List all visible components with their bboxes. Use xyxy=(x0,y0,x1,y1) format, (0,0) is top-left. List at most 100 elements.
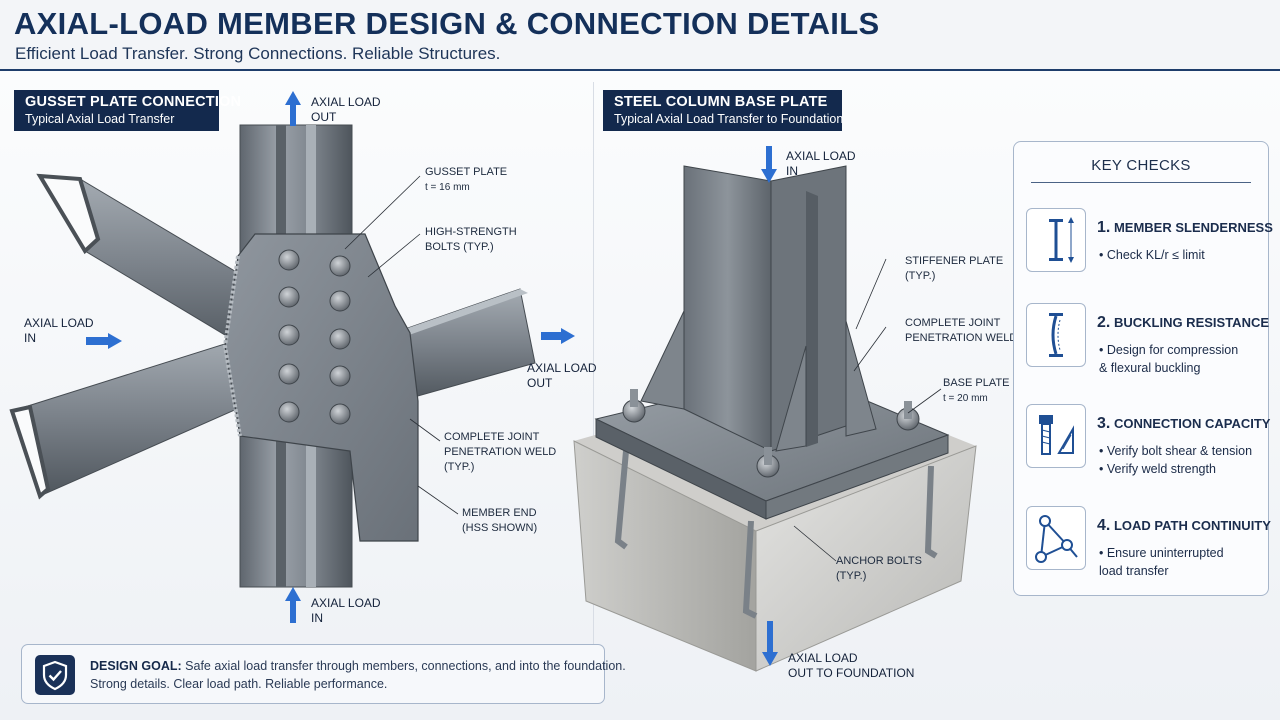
load-top-line2: OUT xyxy=(311,110,337,124)
callout-leaders xyxy=(344,175,459,515)
check-1-bullet-1: • Check KL/r ≤ limit xyxy=(1099,248,1205,262)
stiffener-plates xyxy=(640,310,877,452)
key-checks-title: KEY CHECKS xyxy=(1091,157,1191,174)
callout-weld-line3: (TYP.) xyxy=(444,461,475,473)
right-hss xyxy=(384,288,536,402)
check-num-3: 3. xyxy=(1097,415,1111,432)
check-title-1: 1. MEMBER SLENDERNESS xyxy=(1097,219,1273,237)
key-checks-panel: KEY CHECKS 1. MEMBER SLENDERNESS • Check… xyxy=(1013,141,1273,596)
base-plate-illustration xyxy=(573,146,977,672)
diagonal-hss-lower xyxy=(9,335,256,500)
load-right-line2: OUT xyxy=(527,376,553,390)
check-title-3: 3. CONNECTION CAPACITY xyxy=(1097,415,1270,433)
base-load-bottom-line1: AXIAL LOAD xyxy=(788,651,858,665)
callout-bolts: HIGH-STRENGTH BOLTS (TYP.) xyxy=(425,225,517,255)
design-goal-line2: Strong details. Clear load path. Reliabl… xyxy=(90,677,388,691)
check-bullets-1: • Check KL/r ≤ limit xyxy=(1099,246,1205,264)
check-title-4-text: LOAD PATH CONTINUITY xyxy=(1113,518,1271,533)
callout-base-plate-thickness: t = 20 mm xyxy=(943,393,988,404)
check-3-bullet-2: • Verify weld strength xyxy=(1099,462,1216,476)
gusset-panel-title: GUSSET PLATE CONNECTION xyxy=(25,94,242,110)
base-panel-label: STEEL COLUMN BASE PLATE Typical Axial Lo… xyxy=(603,90,844,131)
load-left-line1: AXIAL LOAD xyxy=(24,316,94,330)
callout-stiffener: STIFFENER PLATE (TYP.) xyxy=(905,254,1003,284)
callout-anchor-line1: ANCHOR BOLTS xyxy=(836,555,922,567)
check-4-bullet-1: • Ensure uninterrupted xyxy=(1099,546,1224,560)
callout-cjp-weld: COMPLETE JOINT PENETRATION WELD (TYP.) xyxy=(444,430,556,475)
callout-weld-line2: PENETRATION WELD xyxy=(444,446,557,458)
gusset-panel-subtitle: Typical Axial Load Transfer xyxy=(25,112,175,126)
base-panel-subtitle: Typical Axial Load Transfer to Foundatio… xyxy=(614,112,844,126)
callout-stiffener-line2: (TYP.) xyxy=(905,270,936,282)
check-4-bullet-2: load transfer xyxy=(1099,564,1169,578)
design-goal-text: DESIGN GOAL: Safe axial load transfer th… xyxy=(90,657,626,693)
callout-member-end: MEMBER END (HSS SHOWN) xyxy=(462,506,537,536)
anchor-nuts xyxy=(622,389,920,478)
check-3-bullet-1: • Verify bolt shear & tension xyxy=(1099,444,1253,458)
gusset-connection-illustration xyxy=(9,91,575,623)
base-load-top-line1: AXIAL LOAD xyxy=(786,149,856,163)
load-right-line1: AXIAL LOAD xyxy=(527,361,597,375)
base-load-bottom: AXIAL LOAD OUT TO FOUNDATION xyxy=(788,651,914,681)
callout-stiffener-line1: STIFFENER PLATE xyxy=(905,255,1004,267)
check-title-1-text: MEMBER SLENDERNESS xyxy=(1113,220,1273,235)
callout-anchor-line2: (TYP.) xyxy=(836,570,867,582)
callout-bolts-line1: HIGH-STRENGTH xyxy=(425,226,517,238)
design-goal-label: DESIGN GOAL: xyxy=(90,659,182,673)
load-arrows-base xyxy=(761,146,778,666)
gusset-load-bottom: AXIAL LOAD IN xyxy=(311,596,381,626)
callout-gusset-plate: GUSSET PLATE t = 16 mm xyxy=(425,165,507,195)
callout-member-line1: MEMBER END xyxy=(462,507,537,519)
check-title-3-text: CONNECTION CAPACITY xyxy=(1113,416,1271,431)
buckling-icon xyxy=(1026,303,1086,367)
callout-gusset-plate-text: GUSSET PLATE xyxy=(425,166,508,178)
check-title-2-text: BUCKLING RESISTANCE xyxy=(1113,315,1270,330)
check-bullets-2: • Design for compression & flexural buck… xyxy=(1099,341,1238,377)
load-bottom-line2: IN xyxy=(311,611,323,625)
callout-gusset-thickness: t = 16 mm xyxy=(425,182,470,193)
check-num-1: 1. xyxy=(1097,219,1111,236)
design-goal-box: DESIGN GOAL: Safe axial load transfer th… xyxy=(21,644,626,704)
column-section xyxy=(683,165,847,452)
load-top-line1: AXIAL LOAD xyxy=(311,95,381,109)
check-num-4: 4. xyxy=(1097,517,1111,534)
gusset-load-top: AXIAL LOAD OUT xyxy=(311,95,381,125)
base-panel-title: STEEL COLUMN BASE PLATE xyxy=(614,94,828,110)
gusset-load-left: AXIAL LOAD IN xyxy=(24,316,94,346)
base-load-bottom-line2: OUT TO FOUNDATION xyxy=(788,666,915,680)
page-title: AXIAL-LOAD MEMBER DESIGN & CONNECTION DE… xyxy=(14,6,880,41)
load-arrows-gusset xyxy=(86,91,575,623)
check-bullets-4: • Ensure uninterrupted load transfer xyxy=(1099,544,1224,580)
base-load-top: AXIAL LOAD IN xyxy=(786,149,856,179)
callout-bolts-line2: BOLTS (TYP.) xyxy=(425,241,494,253)
check-2-bullet-2: & flexural buckling xyxy=(1099,361,1201,375)
callout-base-plate-text: BASE PLATE xyxy=(943,377,1010,389)
callout-member-line2: (HSS SHOWN) xyxy=(462,522,538,534)
check-title-2: 2. BUCKLING RESISTANCE xyxy=(1097,314,1269,332)
check-title-4: 4. LOAD PATH CONTINUITY xyxy=(1097,517,1271,535)
load-path-icon xyxy=(1026,506,1086,570)
design-goal-line1: Safe axial load transfer through members… xyxy=(185,659,626,673)
bolt-weld-icon xyxy=(1026,404,1086,468)
callout-base-cjp-line2: PENETRATION WELD xyxy=(905,332,1018,344)
callout-anchor-bolts: ANCHOR BOLTS (TYP.) xyxy=(836,554,922,584)
gusset-panel-label: GUSSET PLATE CONNECTION Typical Axial Lo… xyxy=(14,90,242,131)
base-load-top-line2: IN xyxy=(786,164,798,178)
bolt-group xyxy=(278,249,351,425)
key-checks-rule xyxy=(1031,182,1251,183)
load-bottom-line1: AXIAL LOAD xyxy=(311,596,381,610)
callout-base-cjp: COMPLETE JOINT PENETRATION WELD xyxy=(905,316,1017,346)
check-num-2: 2. xyxy=(1097,314,1111,331)
check-2-bullet-1: • Design for compression xyxy=(1099,343,1239,357)
base-callout-leaders xyxy=(793,258,942,562)
check-bullets-3: • Verify bolt shear & tension • Verify w… xyxy=(1099,442,1252,478)
panel-divider xyxy=(593,82,594,662)
page-subtitle: Efficient Load Transfer. Strong Connecti… xyxy=(15,44,501,63)
header-divider xyxy=(0,69,1280,71)
load-left-line2: IN xyxy=(24,331,36,345)
callout-base-cjp-line1: COMPLETE JOINT xyxy=(905,317,1001,329)
callout-weld-line1: COMPLETE JOINT xyxy=(444,431,540,443)
gusset-load-right: AXIAL LOAD OUT xyxy=(527,361,597,391)
anchor-bolts xyxy=(614,450,938,619)
slenderness-icon xyxy=(1026,208,1086,272)
